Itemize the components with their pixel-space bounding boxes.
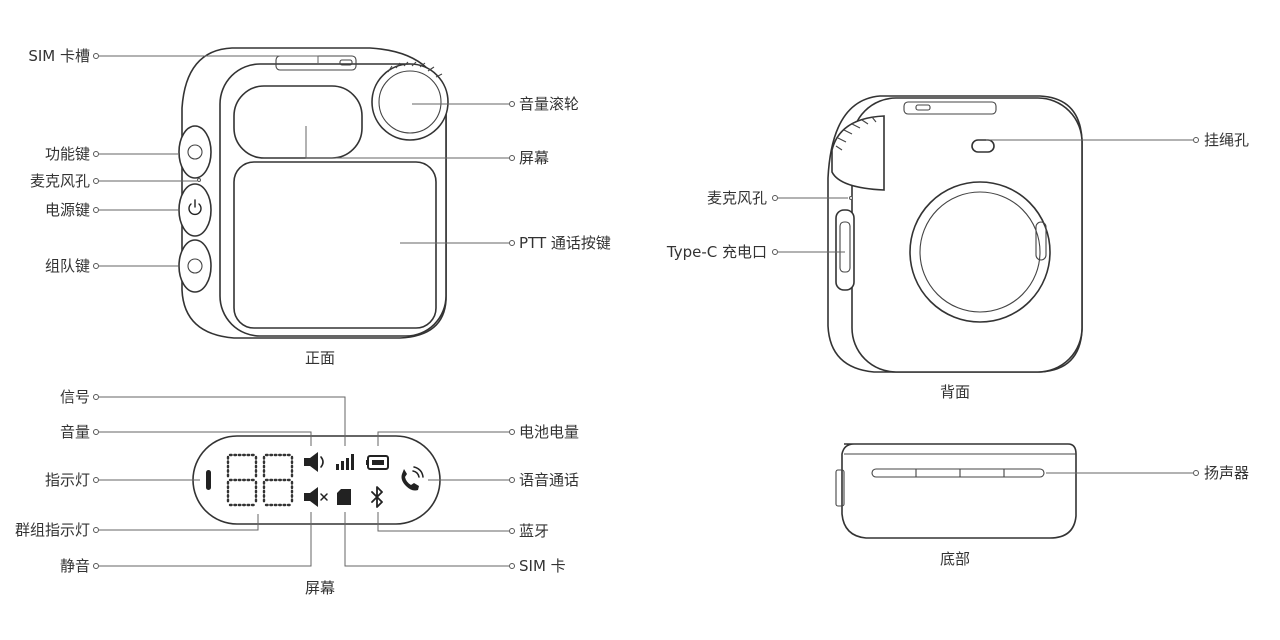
label-function-key: 功能键 xyxy=(45,145,90,163)
screen-window xyxy=(233,85,363,159)
voice-call-icon xyxy=(401,466,424,491)
back-view: 挂绳孔 麦克风孔 Type-C 充电口 背面 xyxy=(666,95,1249,401)
label-group-key: 组队键 xyxy=(45,257,90,275)
indicator-light xyxy=(206,470,211,490)
caption-back: 背面 xyxy=(940,383,970,401)
mute-icon xyxy=(304,487,328,507)
label-sim-slot: SIM 卡槽 xyxy=(28,47,90,65)
segment-digits xyxy=(226,453,294,507)
label-lanyard-hole: 挂绳孔 xyxy=(1204,131,1249,149)
label-mute: 静音 xyxy=(60,557,90,575)
label-mic-hole-front: 麦克风孔 xyxy=(30,172,90,190)
volume-icon xyxy=(304,452,324,472)
bottom-view: 扬声器 底部 xyxy=(835,443,1249,568)
ptt-panel xyxy=(233,161,437,329)
power-icon xyxy=(188,203,202,216)
side-buttons xyxy=(178,125,212,293)
lanyard-hole xyxy=(971,139,995,153)
label-typec-port: Type-C 充电口 xyxy=(666,243,767,261)
label-screen: 屏幕 xyxy=(519,149,549,167)
label-speaker: 扬声器 xyxy=(1204,464,1249,482)
label-sim-card: SIM 卡 xyxy=(519,557,566,575)
label-indicator: 指示灯 xyxy=(45,471,90,489)
signal-icon xyxy=(336,454,354,470)
label-power-key: 电源键 xyxy=(45,201,90,219)
label-volume: 音量 xyxy=(60,423,90,441)
label-signal: 信号 xyxy=(60,388,90,406)
caption-front: 正面 xyxy=(305,349,335,367)
label-battery: 电池电量 xyxy=(519,423,579,441)
caption-screen: 屏幕 xyxy=(305,579,335,597)
back-volume-wheel xyxy=(831,115,885,191)
label-mic-hole-back: 麦克风孔 xyxy=(707,189,767,207)
back-disc xyxy=(909,181,1051,323)
label-bluetooth: 蓝牙 xyxy=(519,522,549,540)
sim-card-icon xyxy=(337,489,351,505)
caption-bottom: 底部 xyxy=(940,550,970,568)
label-voice-call: 语音通话 xyxy=(519,471,579,489)
label-ptt-key: PTT 通话按键 xyxy=(519,234,611,252)
front-view: SIM 卡槽 功能键 麦克风孔 电源键 组队键 音量滚轮 屏幕 PTT 通话按键… xyxy=(28,47,611,367)
battery-icon xyxy=(366,455,389,470)
label-volume-wheel: 音量滚轮 xyxy=(519,95,579,113)
screen-view: 信号 音量 指示灯 群组指示灯 静音 电池电量 语音通话 蓝牙 SIM 卡 屏幕 xyxy=(15,388,579,597)
label-group-indicator: 群组指示灯 xyxy=(15,521,90,539)
bluetooth-icon xyxy=(371,486,383,508)
bottom-device-body xyxy=(841,443,1077,539)
volume-wheel xyxy=(371,61,449,141)
speaker-grille xyxy=(871,468,1045,478)
